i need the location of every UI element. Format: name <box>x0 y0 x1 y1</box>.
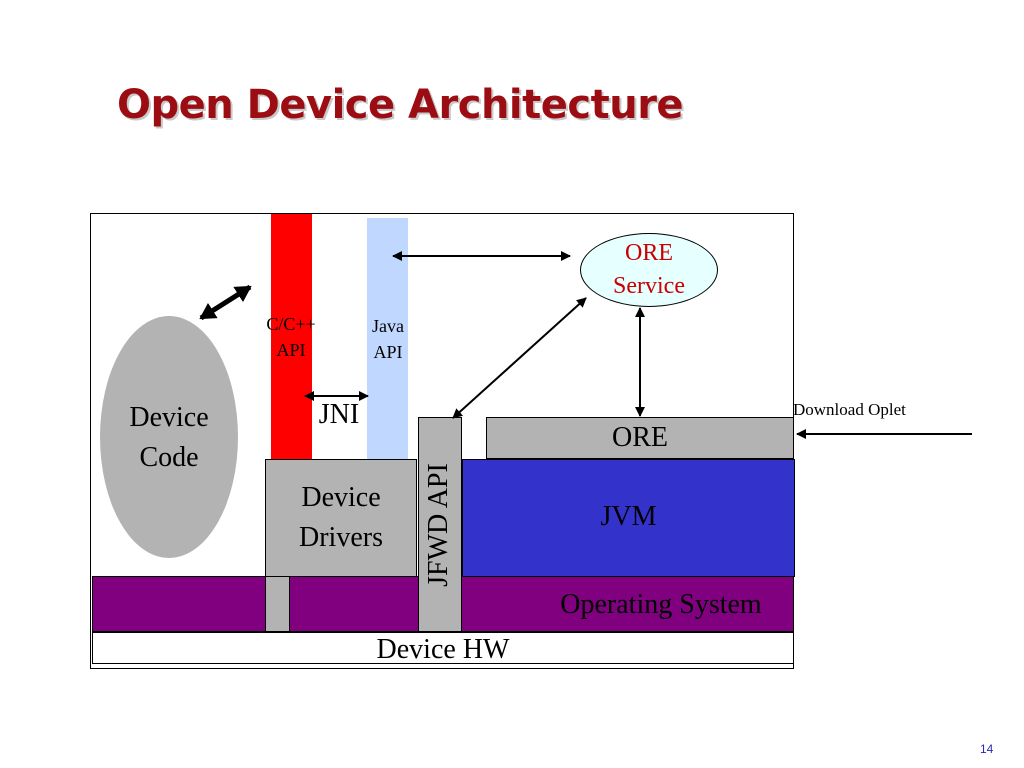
device-hw-label: Device HW <box>376 634 510 665</box>
device-hw-layer <box>92 632 794 664</box>
device-code-label-line2: Code <box>139 442 199 473</box>
ore-service-label-line2: Service <box>613 273 685 299</box>
cpp-api-label-line2: API <box>276 340 306 360</box>
device-drivers-label-line1: Device <box>301 482 381 513</box>
java-api-label-line2: API <box>373 342 403 362</box>
operating-system-label: Operating System <box>560 589 762 620</box>
cpp-api-bar <box>271 214 312 460</box>
jvm-label: JVM <box>600 501 657 532</box>
java-api-bar <box>367 218 408 460</box>
ore-label: ORE <box>612 422 668 453</box>
ore-box <box>486 417 794 459</box>
download-oplet-label: Download Oplet <box>793 400 906 419</box>
device-drivers-label-line2: Drivers <box>299 522 383 553</box>
device-drivers-box <box>265 459 417 577</box>
jfwd-api-label: JFWD API <box>423 463 454 587</box>
device-code-ellipse <box>100 316 238 558</box>
jfwd-api-box <box>418 417 462 632</box>
slide-title: Open Device Architecture <box>117 82 684 128</box>
cpp-api-label-line1: C/C++ <box>266 314 316 334</box>
java-api-label-line1: Java <box>372 316 404 336</box>
device-drivers-stem <box>265 576 290 632</box>
jvm-box <box>462 459 795 577</box>
ore-service-ellipse <box>580 233 718 307</box>
jni-label: JNI <box>318 399 360 430</box>
device-code-label-line1: Device <box>129 402 209 433</box>
ore-service-label-line1: ORE <box>625 240 673 266</box>
page-number: 14 <box>980 742 994 756</box>
